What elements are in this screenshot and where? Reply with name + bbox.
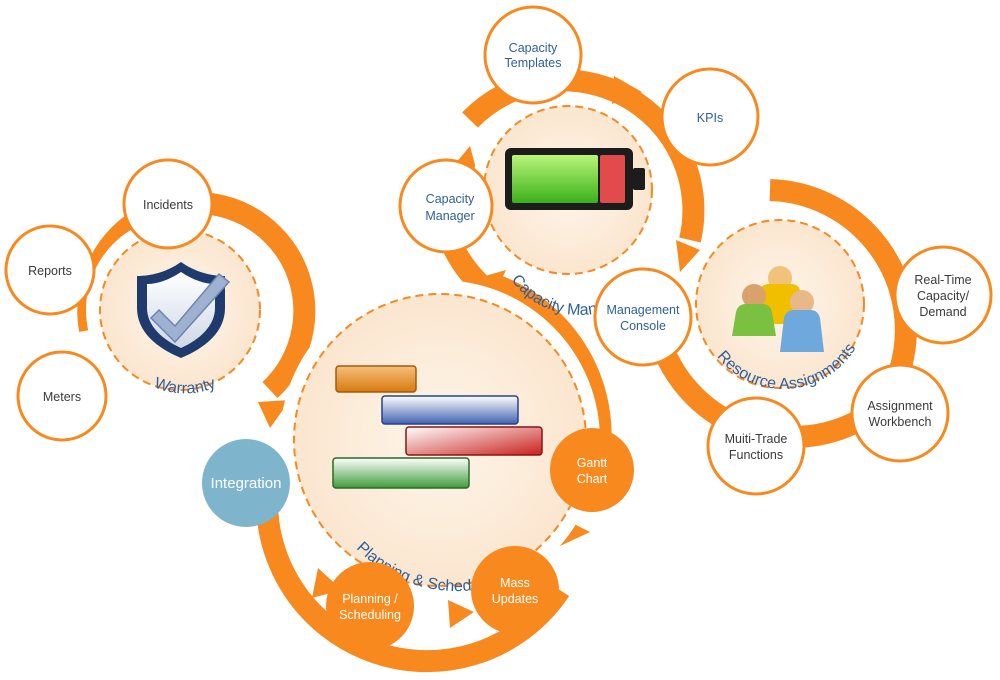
node-label: KPIs xyxy=(697,111,723,125)
resource-ring xyxy=(769,179,917,374)
arrow-capacity-bottom xyxy=(478,270,506,300)
node-label: Assignment xyxy=(867,399,933,413)
node-label: Capacity/ xyxy=(917,289,970,303)
gantt-bar-4 xyxy=(332,457,470,489)
node-incidents: Incidents xyxy=(122,158,214,250)
node-capacity-manager: Capacity Manager xyxy=(398,158,494,254)
node-kpis: KPIs xyxy=(660,67,760,167)
node-multitrade: Muiti-Trade Functions xyxy=(706,396,806,496)
node-label: Scheduling xyxy=(339,608,401,622)
gantt-bar-3 xyxy=(405,426,543,456)
node-label: Console xyxy=(620,319,666,333)
node-label: Integration xyxy=(211,475,282,492)
node-planning-scheduling: Planning / Scheduling xyxy=(326,562,414,650)
node-mass-updates: Mass Updates xyxy=(471,546,559,634)
node-label: Updates xyxy=(492,592,539,606)
arrow-warranty xyxy=(258,400,290,428)
node-label: Chart xyxy=(577,472,608,486)
warranty-title: Warranty xyxy=(152,375,217,398)
shield-check-icon xyxy=(137,262,231,358)
node-label: Reports xyxy=(28,264,72,278)
node-gantt-chart: Gantt Chart xyxy=(550,428,634,512)
planning-ring-top xyxy=(491,274,612,451)
node-label: Gantt xyxy=(577,456,608,470)
node-capacity-templates: Capacity Templates xyxy=(483,5,583,105)
gantt-chart-icon xyxy=(332,365,543,489)
battery-icon xyxy=(505,148,645,210)
node-label: Real-Time xyxy=(914,273,971,287)
node-label: Mass xyxy=(500,576,530,590)
node-integration: Integration xyxy=(202,439,290,527)
node-meters: Meters xyxy=(16,350,108,442)
node-label: Planning / xyxy=(342,592,398,606)
node-reports: Reports xyxy=(4,224,96,316)
node-label: Incidents xyxy=(143,198,193,212)
arrow-planning-mid xyxy=(448,600,474,628)
arrow-capacity-top xyxy=(612,76,642,104)
node-label: Functions xyxy=(729,448,783,462)
node-label: Muiti-Trade xyxy=(725,432,788,446)
node-label: Templates xyxy=(505,56,562,70)
node-label: Management xyxy=(607,303,680,317)
gantt-bar-1 xyxy=(335,365,417,393)
node-assignment-workbench: Assignment Workbench xyxy=(850,363,950,463)
node-label: Capacity xyxy=(426,192,475,206)
people-group-icon xyxy=(732,266,824,352)
node-label: Workbench xyxy=(869,415,932,429)
node-label: Demand xyxy=(919,305,966,319)
gantt-bar-2 xyxy=(381,395,519,425)
node-label: Meters xyxy=(43,390,81,404)
node-label: Capacity xyxy=(509,41,558,55)
arrow-capacity-right xyxy=(676,240,700,272)
node-management-console: Management Console xyxy=(593,267,693,367)
node-realtime-capacity: Real-Time Capacity/ Demand xyxy=(893,245,993,345)
node-label: Manager xyxy=(425,209,474,223)
